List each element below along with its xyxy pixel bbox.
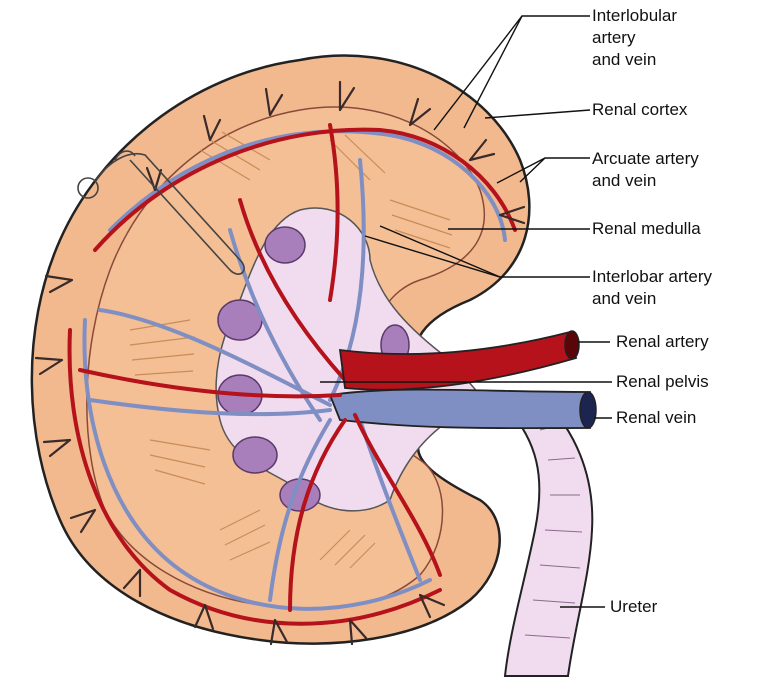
label-renal-vein: Renal vein bbox=[616, 407, 696, 429]
label-arcuate-artery-and-vein: Arcuate artery and vein bbox=[592, 148, 699, 192]
label-renal-artery: Renal artery bbox=[616, 331, 709, 353]
label-interlobar-artery-and-vein: Interlobar artery and vein bbox=[592, 266, 712, 310]
label-ureter: Ureter bbox=[610, 596, 657, 618]
label-interlobular-artery-and-vein: Interlobular artery and vein bbox=[592, 5, 677, 71]
ureter-tube bbox=[500, 395, 592, 676]
label-renal-pelvis: Renal pelvis bbox=[616, 371, 709, 393]
label-renal-cortex: Renal cortex bbox=[592, 99, 687, 121]
renal-vein-vessel bbox=[330, 390, 590, 429]
label-renal-medulla: Renal medulla bbox=[592, 218, 701, 240]
